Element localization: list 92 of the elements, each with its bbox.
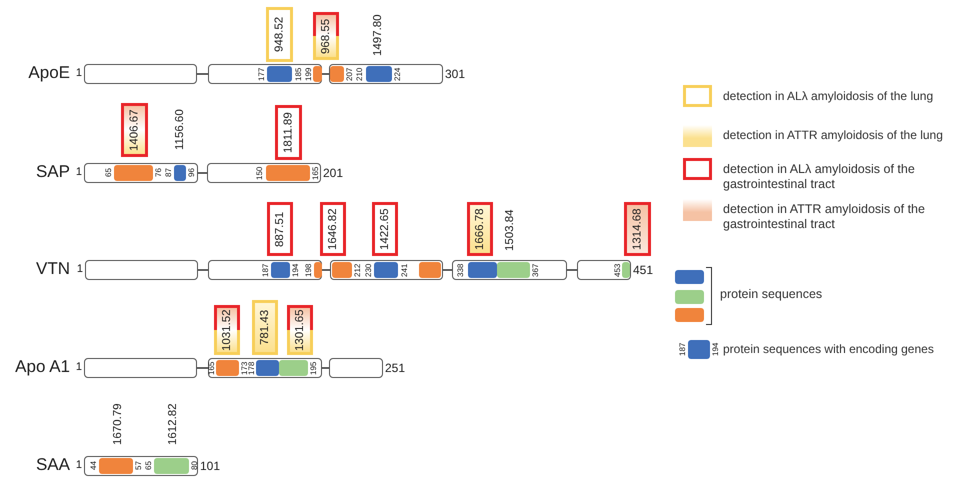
legend-text: detection in ALλ amyloidosis of the lung bbox=[723, 89, 934, 104]
residue-number: 451 bbox=[633, 263, 654, 277]
connector-line bbox=[322, 269, 330, 271]
legend-text: protein sequences bbox=[720, 287, 824, 302]
exon-box bbox=[84, 456, 198, 476]
residue-number: 101 bbox=[200, 459, 220, 473]
position-number: 87 bbox=[164, 168, 173, 180]
position-number: 44 bbox=[89, 460, 98, 472]
position-number: 177 bbox=[257, 66, 266, 83]
exon-box bbox=[208, 358, 322, 378]
residue-number: 1 bbox=[76, 263, 83, 275]
protein-name: VTN bbox=[36, 259, 70, 279]
position-number: 187 bbox=[261, 262, 270, 279]
position-number: 178 bbox=[247, 360, 256, 377]
position-number: 210 bbox=[355, 66, 364, 83]
exon-box bbox=[85, 260, 198, 280]
protein-name: ApoE bbox=[28, 63, 70, 83]
position-number: 453 bbox=[613, 262, 622, 279]
position-number: 230 bbox=[364, 262, 373, 279]
connector-line bbox=[198, 172, 207, 174]
detection-box: 948.52 bbox=[266, 7, 293, 62]
exon-box bbox=[207, 163, 321, 183]
legend-text: protein sequences with encoding genes bbox=[723, 342, 935, 357]
detection-box: 1666.78 bbox=[467, 202, 493, 256]
residue-number: 301 bbox=[445, 67, 466, 81]
mass-value: 1156.60 bbox=[173, 108, 187, 152]
position-number: 76 bbox=[154, 167, 163, 180]
legend-text: detection in ATTR amyloidosis of the gastrointestinal tract bbox=[723, 202, 926, 232]
detection-box: 1314.68 bbox=[624, 202, 651, 256]
residue-number: 201 bbox=[323, 166, 344, 180]
exon-box bbox=[329, 358, 383, 378]
residue-number: 1 bbox=[76, 361, 82, 373]
position-number: 57 bbox=[134, 460, 143, 472]
legend-text: detection in ALλ amyloidosis of the gastrointestinal tract bbox=[723, 162, 916, 192]
exon-box bbox=[84, 64, 197, 84]
position-number: 367 bbox=[531, 262, 540, 279]
detection-box: 1031.52 bbox=[214, 305, 240, 355]
position-number: 185 bbox=[294, 66, 303, 83]
connector-line bbox=[198, 269, 208, 271]
residue-number: 1 bbox=[76, 166, 82, 178]
position-number: 195 bbox=[309, 360, 318, 377]
residue-number: 251 bbox=[385, 361, 406, 375]
connector-line bbox=[443, 269, 452, 271]
detection-box: 781.43 bbox=[252, 300, 278, 355]
detection-box: 1646.82 bbox=[320, 202, 346, 256]
detection-box: 968.55 bbox=[313, 12, 339, 60]
position-number: 65 bbox=[104, 167, 113, 180]
position-number: 65 bbox=[144, 460, 153, 472]
exon-box bbox=[84, 163, 198, 183]
position-number: 199 bbox=[304, 66, 313, 83]
connector-line bbox=[322, 73, 329, 75]
mass-value: 1497.80 bbox=[371, 13, 385, 58]
position-number: 194 bbox=[711, 341, 720, 358]
exon-box bbox=[577, 260, 631, 280]
detection-box: 1301.65 bbox=[287, 305, 313, 355]
connector-line bbox=[567, 269, 577, 271]
legend-text: detection in ATTR amyloidosis of the lung bbox=[723, 128, 944, 143]
position-number: 96 bbox=[187, 167, 196, 180]
position-number: 165 bbox=[207, 360, 216, 377]
position-number: 224 bbox=[393, 66, 402, 83]
detection-box: 887.51 bbox=[267, 202, 293, 256]
exon-box bbox=[452, 260, 567, 280]
exon-box bbox=[330, 260, 443, 280]
position-number: 165 bbox=[311, 165, 320, 182]
exon-box bbox=[84, 358, 197, 378]
exon-box bbox=[208, 64, 322, 84]
position-number: 212 bbox=[353, 262, 362, 279]
connector-line bbox=[322, 367, 329, 369]
position-number: 187 bbox=[678, 341, 687, 358]
position-number: 198 bbox=[304, 262, 313, 279]
position-number: 241 bbox=[400, 262, 409, 279]
position-number: 173 bbox=[240, 360, 249, 377]
position-number: 80 bbox=[190, 460, 199, 472]
connector-line bbox=[197, 367, 208, 369]
position-number: 194 bbox=[291, 262, 300, 279]
connector-line bbox=[197, 73, 208, 75]
detection-box: 1422.65 bbox=[372, 202, 398, 256]
protein-name: SAA bbox=[36, 455, 70, 475]
position-number: 207 bbox=[345, 66, 354, 83]
detection-box: 1811.89 bbox=[275, 105, 302, 160]
protein-name: SAP bbox=[36, 162, 70, 182]
residue-number: 1 bbox=[76, 67, 82, 79]
detection-box: 1406.67 bbox=[121, 103, 148, 157]
mass-value: 1612.82 bbox=[166, 402, 180, 447]
mass-value: 1670.79 bbox=[111, 402, 125, 447]
position-number: 150 bbox=[255, 165, 264, 182]
residue-number: 1 bbox=[76, 459, 82, 471]
exon-box bbox=[329, 64, 443, 84]
mass-value: 1503.84 bbox=[503, 208, 517, 253]
protein-name: Apo A1 bbox=[15, 357, 70, 377]
exon-box bbox=[208, 260, 322, 280]
position-number: 338 bbox=[456, 262, 465, 279]
